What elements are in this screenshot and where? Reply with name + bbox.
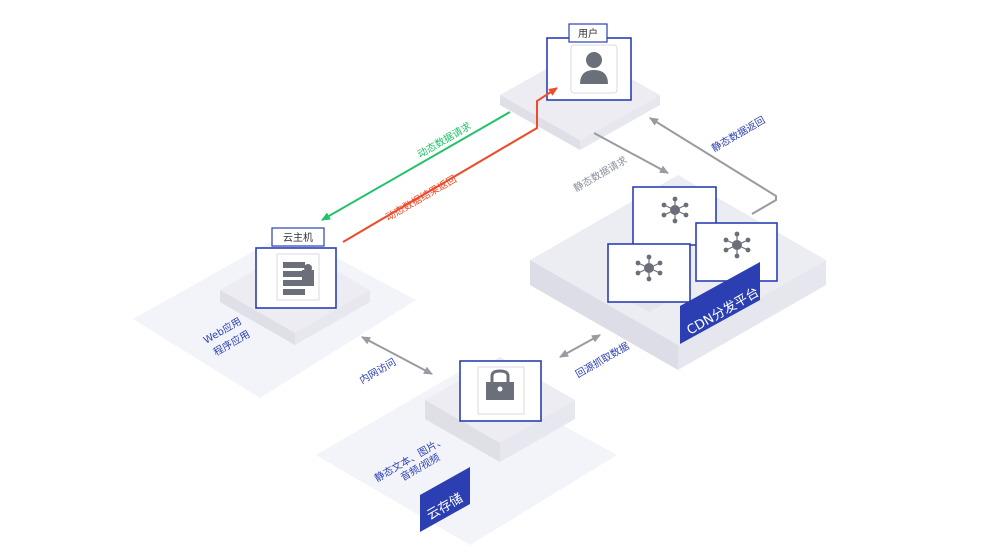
user-title-box: 用户 <box>568 23 608 43</box>
static-return-label: 静态数据返回 <box>709 113 767 154</box>
dynamic-request-arrow <box>321 111 511 221</box>
static-request-label: 静态数据请求 <box>571 153 629 194</box>
static-request-arrow <box>593 132 669 174</box>
cloud-host-title-box: 云主机 <box>271 227 325 247</box>
intranet-access-arrow <box>361 336 433 375</box>
intranet-access-label: 内网访问 <box>357 355 398 386</box>
cloud-host-title: 云主机 <box>283 231 313 244</box>
user-icon <box>570 44 618 94</box>
cdn-node-1 <box>632 186 717 250</box>
user-block <box>500 37 660 150</box>
dynamic-response-arrow <box>342 87 558 243</box>
origin-fetch-arrow <box>559 334 601 358</box>
cloud-storage-block <box>425 357 575 462</box>
cdn-node-3 <box>607 243 691 312</box>
dynamic-request-label: 动态数据请求 <box>415 119 473 160</box>
static-return-arrow <box>649 117 777 215</box>
server-icon <box>276 253 320 301</box>
dynamic-response-label: 动态数据结果返回 <box>383 172 459 223</box>
cloud-host-block <box>220 247 370 345</box>
lock-storage-icon <box>477 366 525 415</box>
user-title: 用户 <box>578 27 598 40</box>
cdn-node-2 <box>695 222 778 290</box>
